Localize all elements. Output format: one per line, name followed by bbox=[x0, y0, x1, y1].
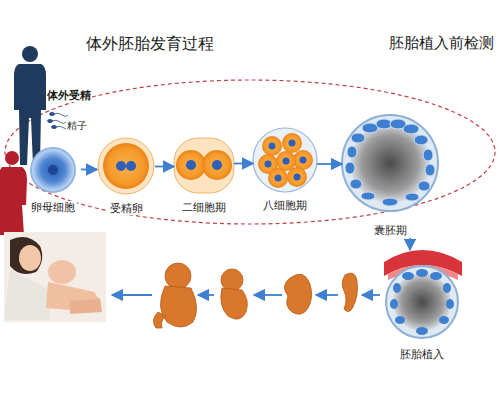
annotation-label: 体外受精 bbox=[46, 89, 92, 102]
stage-label: 二细胞期 bbox=[180, 201, 228, 214]
stage-node: 卵母细胞 bbox=[25, 148, 81, 215]
implanted-embryo bbox=[384, 250, 462, 338]
annotation-label: 精子 bbox=[66, 120, 88, 132]
stage-label: 受精卵 bbox=[108, 202, 145, 215]
flow-arrow bbox=[409, 238, 411, 250]
two-cell-embryo bbox=[174, 138, 234, 193]
eight-cell-embryo bbox=[253, 128, 317, 192]
stage-node: 八细胞期 bbox=[253, 128, 317, 213]
woman-figure bbox=[0, 151, 27, 235]
man-figure bbox=[14, 46, 46, 165]
flow-arrow bbox=[155, 166, 174, 168]
stage-label: 胚胎植入 bbox=[398, 348, 446, 361]
flow-arrow bbox=[234, 163, 253, 165]
stage-label: 囊胚期 bbox=[372, 224, 409, 237]
process-outline bbox=[5, 80, 495, 224]
flow-arrow bbox=[81, 169, 97, 171]
stage-label: 卵母细胞 bbox=[29, 201, 77, 214]
stage-label: 八细胞期 bbox=[261, 199, 309, 212]
stage-node: 囊胚期 bbox=[342, 115, 438, 238]
fetus-figure bbox=[153, 263, 357, 328]
blastocyst bbox=[342, 115, 438, 211]
stage-node: 受精卵 bbox=[97, 137, 155, 216]
flow-arrow bbox=[317, 163, 342, 165]
mother-baby-picture bbox=[4, 232, 106, 322]
stage-arrow bbox=[112, 294, 380, 296]
zygote-cell bbox=[98, 138, 154, 194]
diagram-title: 体外胚胎发育过程 bbox=[85, 34, 215, 53]
stage-node: 二细胞期 bbox=[174, 136, 234, 215]
annotation-label: 胚胎植入前检测 bbox=[388, 34, 495, 52]
stage-node: 胚胎植入 bbox=[382, 250, 462, 362]
oocyte-cell bbox=[31, 148, 75, 192]
